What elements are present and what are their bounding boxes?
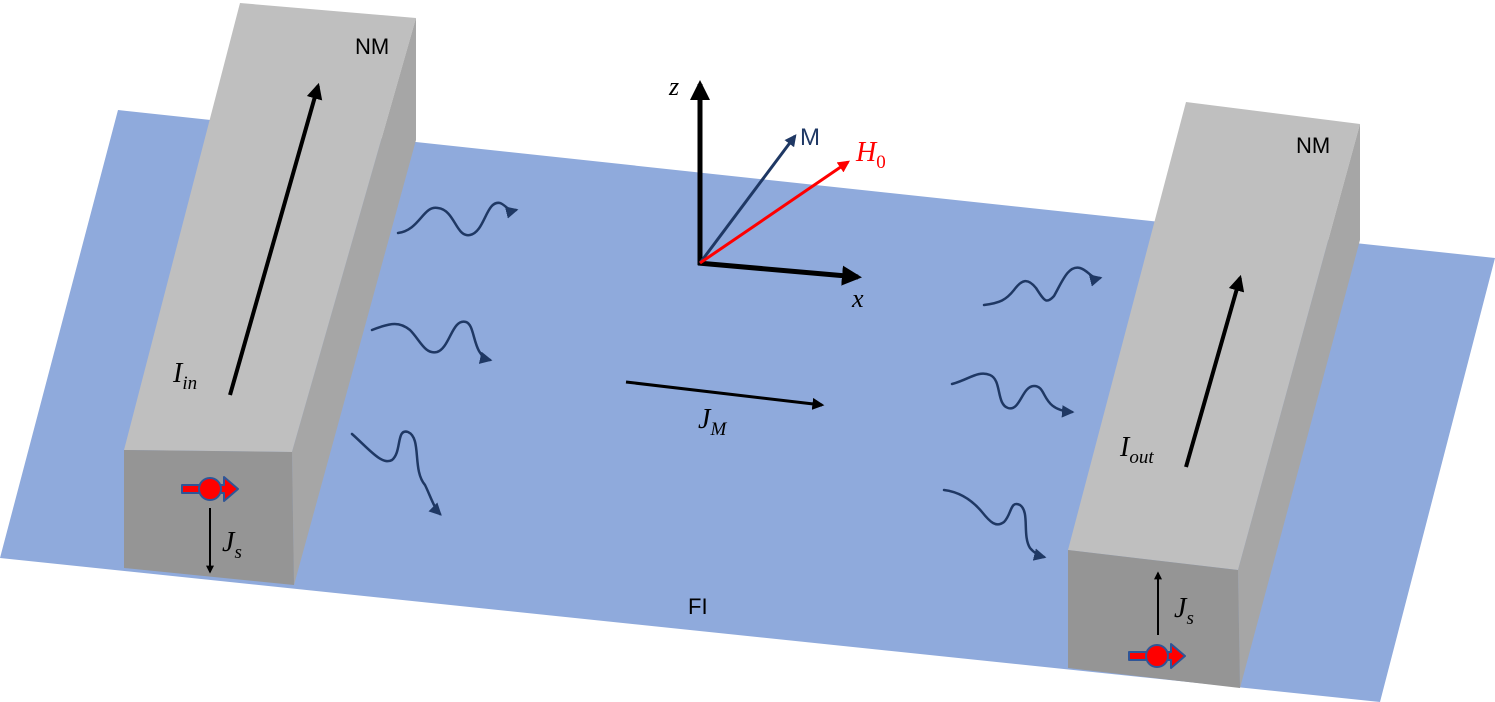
axis-z-label: z xyxy=(668,72,679,101)
spin-symbol-left xyxy=(181,476,239,502)
spin-current-right-label-base: J xyxy=(1174,593,1188,624)
current-out-label-base: I xyxy=(1119,432,1131,463)
magnon-current-label-base: J xyxy=(698,404,712,435)
magnon-current-arrow xyxy=(625,380,825,410)
spin-current-right-label-sub: s xyxy=(1186,608,1193,629)
spin-wave xyxy=(942,488,1047,561)
nm-bar-left-side xyxy=(292,18,416,585)
x-axis-arrow xyxy=(697,260,862,286)
current-out-label-sub: out xyxy=(1129,447,1154,468)
spin-dot-icon xyxy=(1145,644,1169,668)
magnon-current-label-sub: M xyxy=(709,419,727,440)
spin-wave xyxy=(350,430,442,516)
spin-dot-icon xyxy=(198,477,222,501)
axis-x-label: x xyxy=(851,284,864,313)
spin-current-left-label-sub: s xyxy=(234,542,241,563)
spin-wave xyxy=(370,320,493,364)
magnon-current-label: JM xyxy=(698,404,727,440)
spin-current-left-label-base: J xyxy=(222,527,236,558)
spin-waves xyxy=(350,201,1103,561)
nm-bar-right xyxy=(1068,102,1360,688)
fi-label: FI xyxy=(688,594,708,619)
magnetization-label: M xyxy=(800,124,820,151)
nm-bar-right-side xyxy=(1238,124,1360,688)
spin-wave xyxy=(396,201,519,237)
current-in-label: Iin xyxy=(172,358,197,394)
nm-label-left: NM xyxy=(355,34,389,59)
current-out-label: Iout xyxy=(1119,432,1154,468)
nm-label-right: NM xyxy=(1296,133,1330,158)
nm-bar-left-top xyxy=(124,3,416,452)
current-in-arrow xyxy=(228,82,323,396)
spin-current-left-label: Js xyxy=(222,527,242,563)
current-in-label-sub: in xyxy=(182,373,197,394)
spin-wave xyxy=(950,372,1075,418)
spin-current-right-label: Js xyxy=(1174,593,1194,629)
field-label-sub: 0 xyxy=(876,152,886,173)
spin-symbol-right xyxy=(1128,643,1186,669)
spin-wave xyxy=(982,266,1103,307)
current-out-arrow xyxy=(1184,274,1245,468)
nm-bar-right-front xyxy=(1068,550,1240,688)
magnetization-vector xyxy=(698,134,797,264)
field-label: H0 xyxy=(855,137,886,173)
nm-bar-right-top xyxy=(1068,102,1360,570)
field-label-base: H xyxy=(855,137,878,168)
current-in-label-base: I xyxy=(172,358,184,389)
field-vector xyxy=(699,160,850,265)
